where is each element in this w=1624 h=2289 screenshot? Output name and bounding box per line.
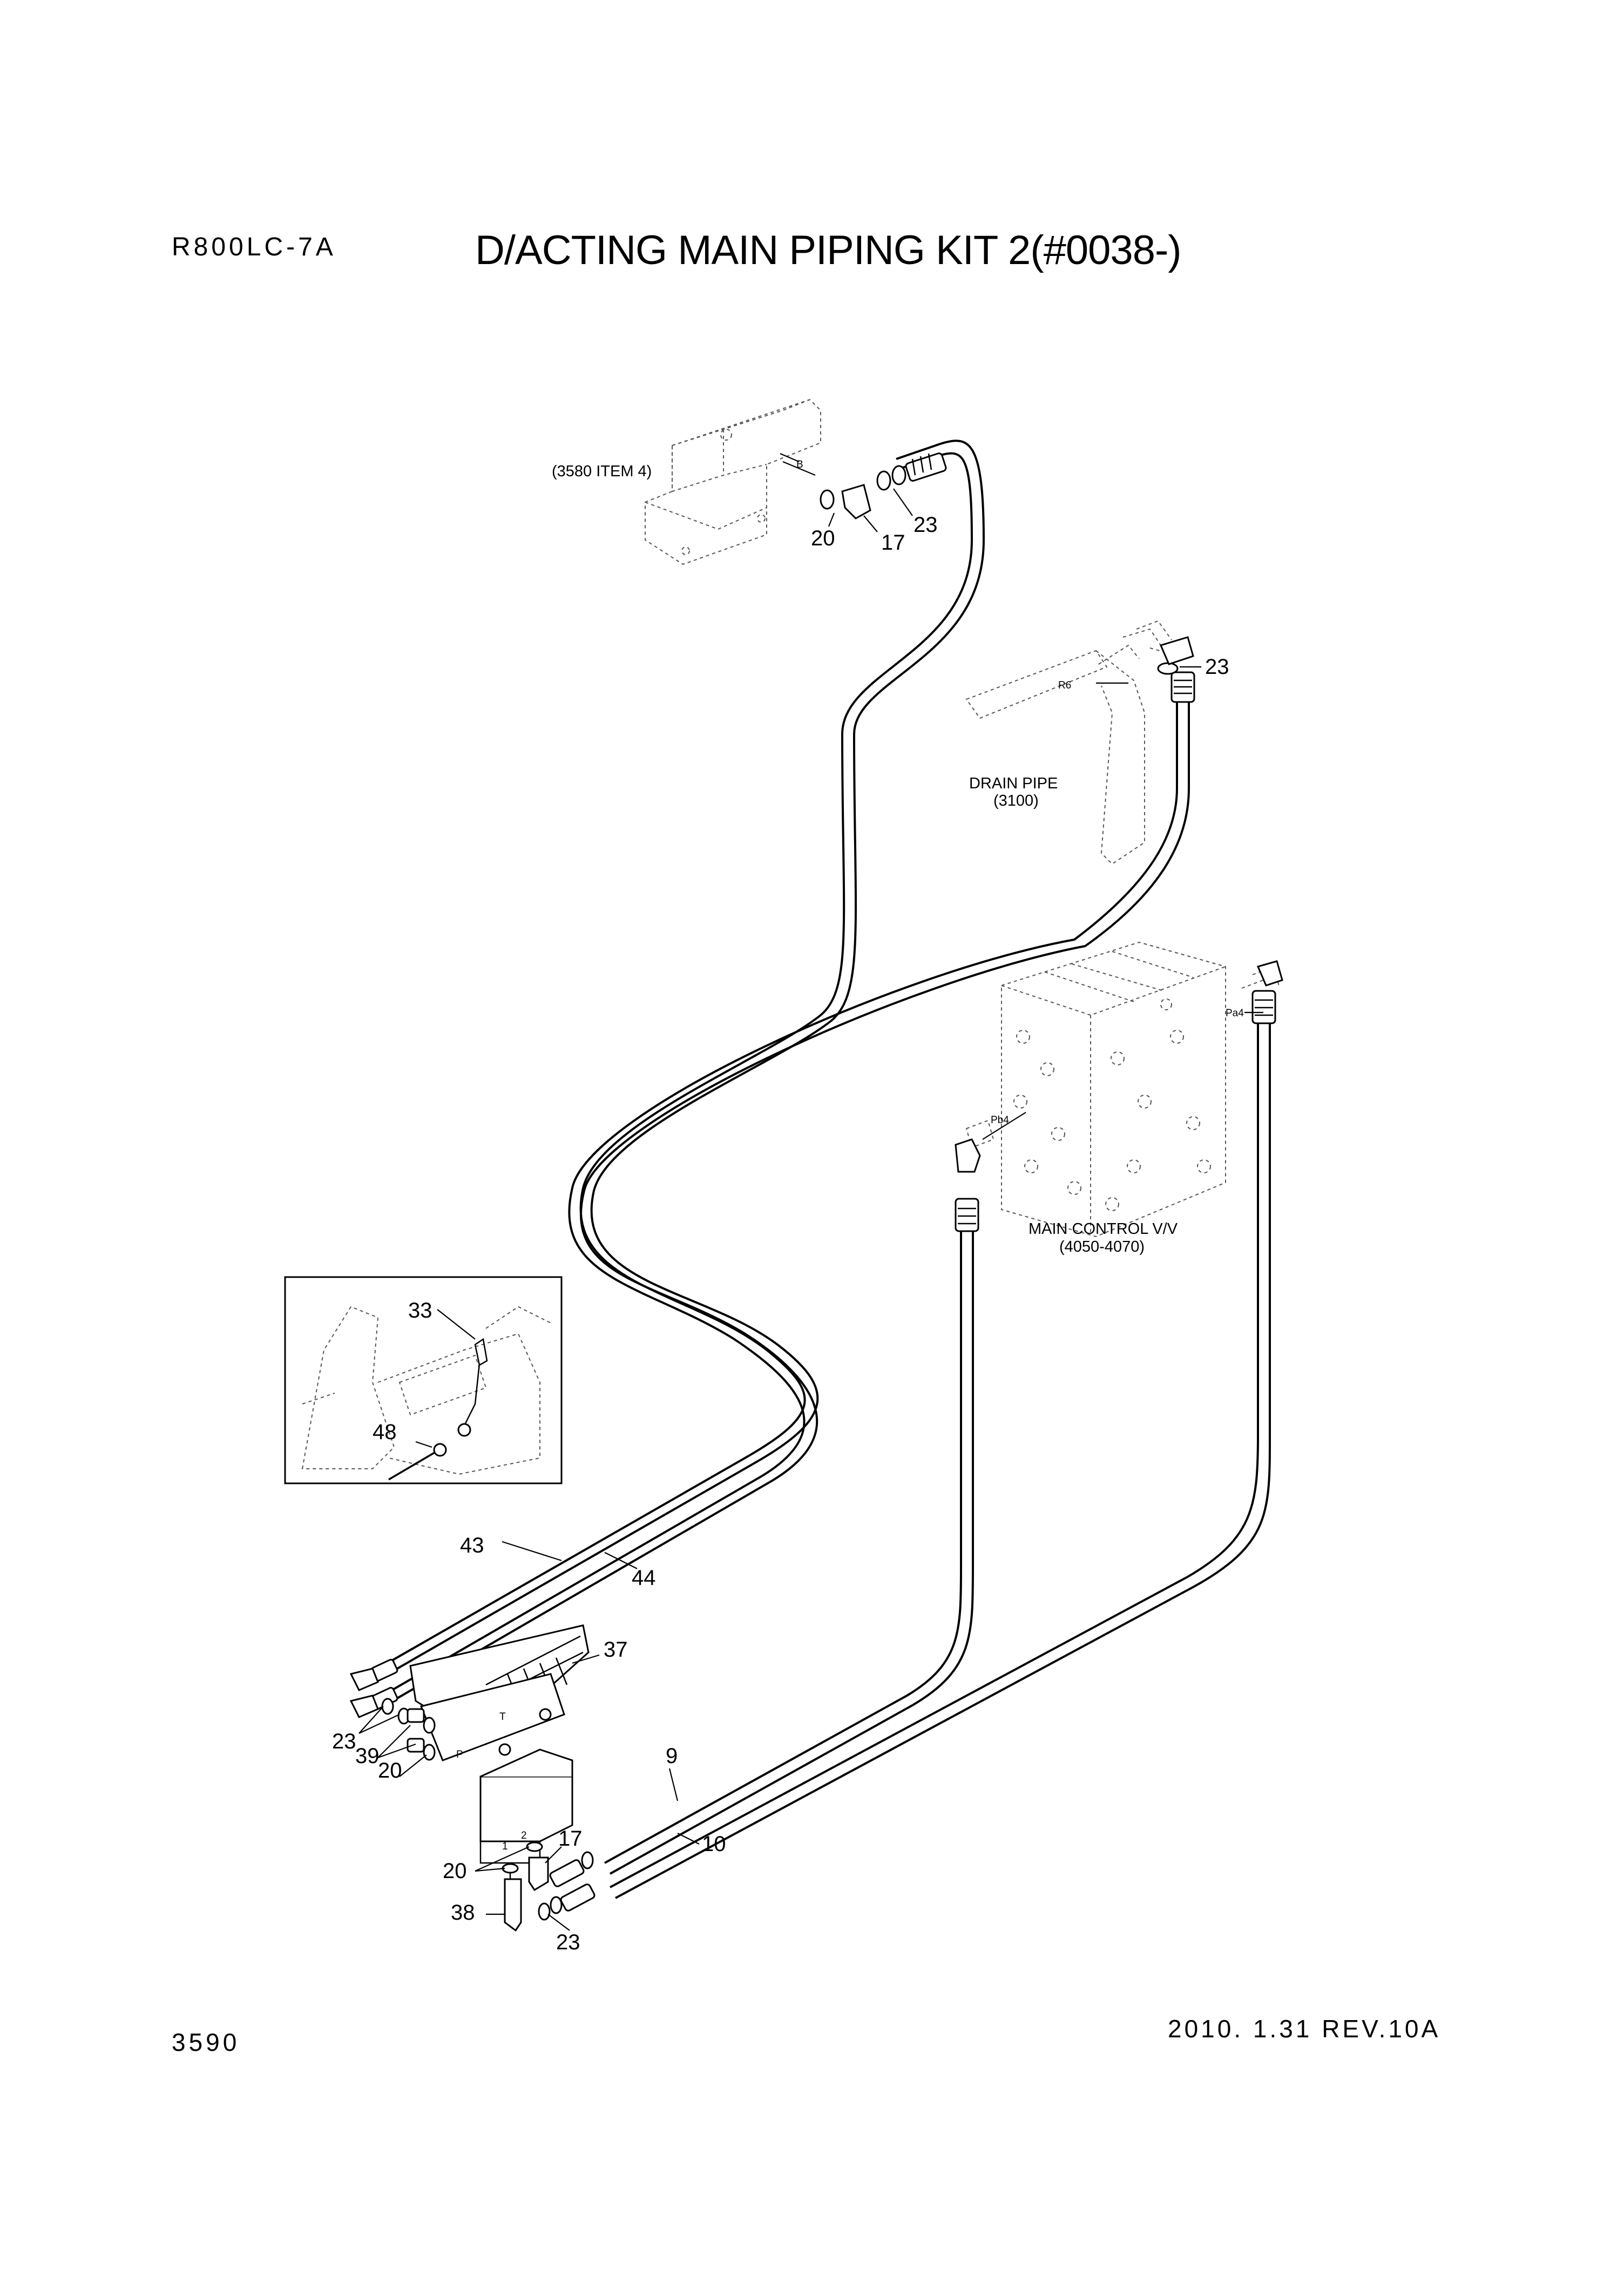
port-1: 1 [502, 1841, 508, 1852]
leader-lines [358, 453, 1263, 1931]
fittings-pedal-bottom [502, 1841, 596, 1932]
fittings-mcv [955, 960, 1283, 1232]
callout-17-top: 17 [881, 531, 905, 555]
callout-20-top: 20 [811, 526, 835, 550]
ref-drain-pipe-number: (3100) [993, 792, 1039, 809]
callout-23-left: 23 [332, 1730, 356, 1753]
upper-block-ghost [645, 399, 821, 565]
model-code: R800LC-7A [172, 233, 336, 261]
port-labels: B R6 Pa4 Pb4 T P 1 2 [456, 459, 1244, 1852]
cab-inset [284, 1276, 563, 1484]
callout-23-top: 23 [914, 513, 938, 537]
callout-44: 44 [632, 1566, 656, 1590]
port-pa4: Pa4 [1226, 1008, 1244, 1019]
port-pb4: Pb4 [991, 1115, 1009, 1126]
callout-20-left: 20 [378, 1759, 402, 1782]
hose-10 [610, 1021, 1271, 1899]
ref-main-control-number: (4050-4070) [1059, 1238, 1145, 1255]
port-b: B [796, 459, 803, 470]
callout-38: 38 [451, 1901, 475, 1925]
callout-numbers: 20 17 23 23 33 48 43 44 37 23 39 20 9 10… [332, 513, 1229, 1954]
reference-labels: (3580 ITEM 4) DRAIN PIPE (3100) MAIN CON… [552, 463, 1178, 1255]
callout-17-bottom: 17 [558, 1827, 583, 1851]
callout-39: 39 [355, 1744, 380, 1768]
revision-date: 2010. 1.31 REV.10A [1168, 2015, 1441, 2043]
page-number: 3590 [172, 2028, 240, 2056]
ref-main-control-valve: MAIN CONTROL V/V [1028, 1220, 1178, 1238]
callout-20-bottom: 20 [443, 1859, 467, 1883]
callout-10: 10 [702, 1832, 726, 1856]
callout-23-drain: 23 [1205, 655, 1229, 679]
hose-43 [377, 440, 985, 1674]
drain-pipe-ghost [965, 620, 1172, 865]
ref-drain-pipe: DRAIN PIPE [969, 775, 1058, 792]
pedal-valve [409, 1624, 590, 1890]
fittings-pedal-left [349, 1659, 436, 1761]
ref-3580-item-4: (3580 ITEM 4) [552, 463, 652, 480]
callout-23-bottom: 23 [556, 1930, 580, 1954]
port-t: T [499, 1711, 506, 1723]
callout-33: 33 [408, 1299, 432, 1322]
callout-43: 43 [460, 1534, 484, 1557]
port-r6: R6 [1058, 680, 1071, 691]
main-control-valve-ghost [965, 941, 1280, 1238]
hose-44 [377, 697, 1190, 1704]
port-p: P [456, 1749, 463, 1760]
callout-37: 37 [604, 1638, 628, 1662]
callout-9: 9 [666, 1744, 678, 1768]
page-title: D/ACTING MAIN PIPING KIT 2(#0038-) [475, 227, 1182, 273]
port-2: 2 [521, 1830, 527, 1841]
hose-9 [604, 1231, 974, 1875]
callout-48: 48 [373, 1420, 397, 1444]
fittings-upper [820, 453, 1195, 703]
